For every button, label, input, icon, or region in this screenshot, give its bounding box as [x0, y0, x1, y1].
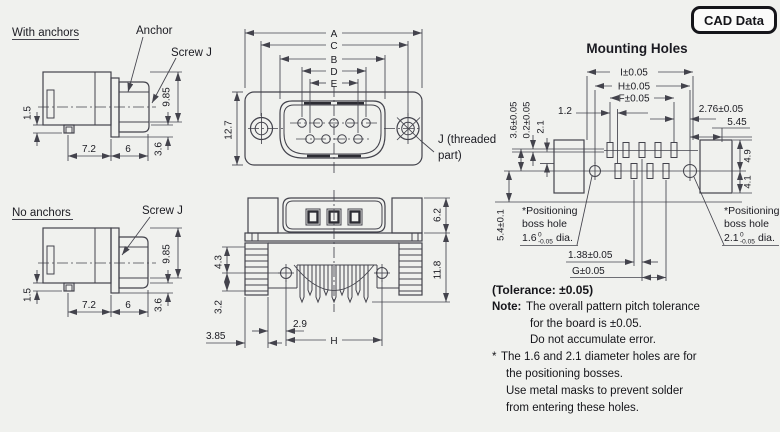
dim-11-8: 11.8 [433, 260, 444, 279]
dim-g: G±0.05 [572, 266, 605, 277]
dim-6-b: 6 [125, 300, 131, 311]
dim-1-38: 1.38±0.05 [568, 250, 613, 261]
tolerance-notes: (Tolerance: ±0.05) Note:The overall patt… [492, 282, 780, 416]
boss-note-right-line1: *Positioning [724, 205, 780, 217]
mounting-pattern [495, 139, 746, 203]
dim-c: C [330, 41, 337, 52]
j-threaded-label-line1: J (threaded [438, 134, 496, 146]
bottom-view: 6.2 11.8 4.3 3.2 3.85 2.9 H [206, 190, 450, 348]
dim-4-9: 4.9 [743, 149, 754, 162]
note-line-1: Note:The overall pattern pitch tolerance [492, 300, 700, 313]
dim-12-7: 12.7 [224, 120, 235, 140]
dim-h: H±0.05 [618, 82, 651, 93]
dim-9-85-b: 9.85 [162, 244, 173, 264]
side-view-no-anchors: No anchors Screw J 1.5 9 [12, 205, 183, 317]
screw-j-label-2: Screw J [142, 205, 183, 217]
dim-5-45: 5.45 [727, 117, 747, 128]
boss-note-left-line1: *Positioning [522, 205, 578, 217]
connector-body-side-2 [38, 227, 156, 294]
dim-e: E [331, 79, 338, 90]
dim-3-85: 3.85 [206, 331, 226, 342]
connector-body-side-1 [38, 71, 156, 138]
dim-3-6: 3.6 [154, 142, 165, 156]
dim-d: D [330, 67, 337, 78]
dim-b: B [331, 55, 338, 66]
dim-4-3: 4.3 [214, 255, 225, 269]
boss-note-left-line2: boss hole [522, 218, 567, 230]
dim-1-5-b: 1.5 [23, 288, 34, 302]
j-threaded-label-line2: part) [438, 150, 462, 162]
front-view: A C B D E 12.7 J (threaded part) [224, 29, 496, 176]
dim-2-9: 2.9 [293, 319, 307, 330]
anchor-label: Anchor [136, 25, 173, 37]
dim-6-2: 6.2 [433, 208, 444, 222]
tolerance-title: (Tolerance: ±0.05) [492, 283, 594, 297]
dim-4-1: 4.1 [743, 175, 754, 188]
dim-1-5: 1.5 [23, 106, 34, 120]
dim-a: A [331, 29, 338, 40]
star-note-line-3: Use metal masks to prevent solder [506, 384, 684, 397]
cad-data-badge[interactable]: CAD Data [691, 6, 777, 34]
note-line-3: Do not accumulate error. [530, 334, 656, 347]
dim-6: 6 [125, 144, 131, 155]
bottom-pins [293, 190, 375, 312]
view-title-no-anchors: No anchors [12, 207, 71, 219]
side-view-with-anchors: With anchors Anchor Screw J 1.5 [12, 25, 212, 161]
dim-7-2-b: 7.2 [82, 300, 96, 311]
dimensions-side-2: 1.5 9.85 7.2 6 3.6 [23, 227, 182, 317]
connector-bottom-body [244, 197, 423, 296]
dimensions-bottom: 6.2 11.8 4.3 3.2 3.85 2.9 H [206, 197, 450, 348]
star-note-line-4: from entering these holes. [506, 401, 639, 414]
dim-7-2: 7.2 [82, 144, 96, 155]
view-title-with-anchors: With anchors [12, 27, 79, 39]
dim-1-2: 1.2 [558, 106, 572, 117]
mounting-holes-title: Mounting Holes [586, 41, 687, 56]
dim-i: I±0.05 [620, 68, 648, 79]
star-note-line-1: *The 1.6 and 2.1 diameter holes are for [492, 351, 697, 364]
mounting-holes-view: Mounting Holes [495, 41, 780, 281]
dim-h-span: H [330, 336, 337, 347]
dim-2-76: 2.76±0.05 [699, 104, 744, 115]
dim-3-2: 3.2 [214, 300, 225, 314]
dim-5-4: 5.4±0.1 [496, 209, 507, 241]
boss-note-right-line2: boss hole [724, 218, 769, 230]
note-line-2: for the board is ±0.05. [530, 317, 642, 330]
front-pins [248, 86, 419, 176]
dim-9-85: 9.85 [162, 87, 173, 107]
star-note-line-2: the positioning bosses. [506, 367, 623, 380]
dim-3-6-pad: 3.6±0.05 [509, 102, 520, 139]
dim-2-1: 2.1 [536, 120, 547, 133]
screw-j-label-1: Screw J [171, 47, 212, 59]
dim-f: F±0.05 [618, 94, 649, 105]
dimensions-side-1: 1.5 9.85 7.2 6 3.6 [23, 71, 182, 161]
dimensions-mounting: I±0.05 H±0.05 F±0.05 1.2 2.76±0.05 5.45 … [496, 68, 754, 281]
connector-front-body [244, 91, 423, 166]
dimensions-front: A C B D E 12.7 J (threaded part) [224, 29, 496, 166]
dim-0-2: 0.2±0.05 [522, 102, 533, 139]
dim-3-6-b: 3.6 [154, 298, 165, 312]
